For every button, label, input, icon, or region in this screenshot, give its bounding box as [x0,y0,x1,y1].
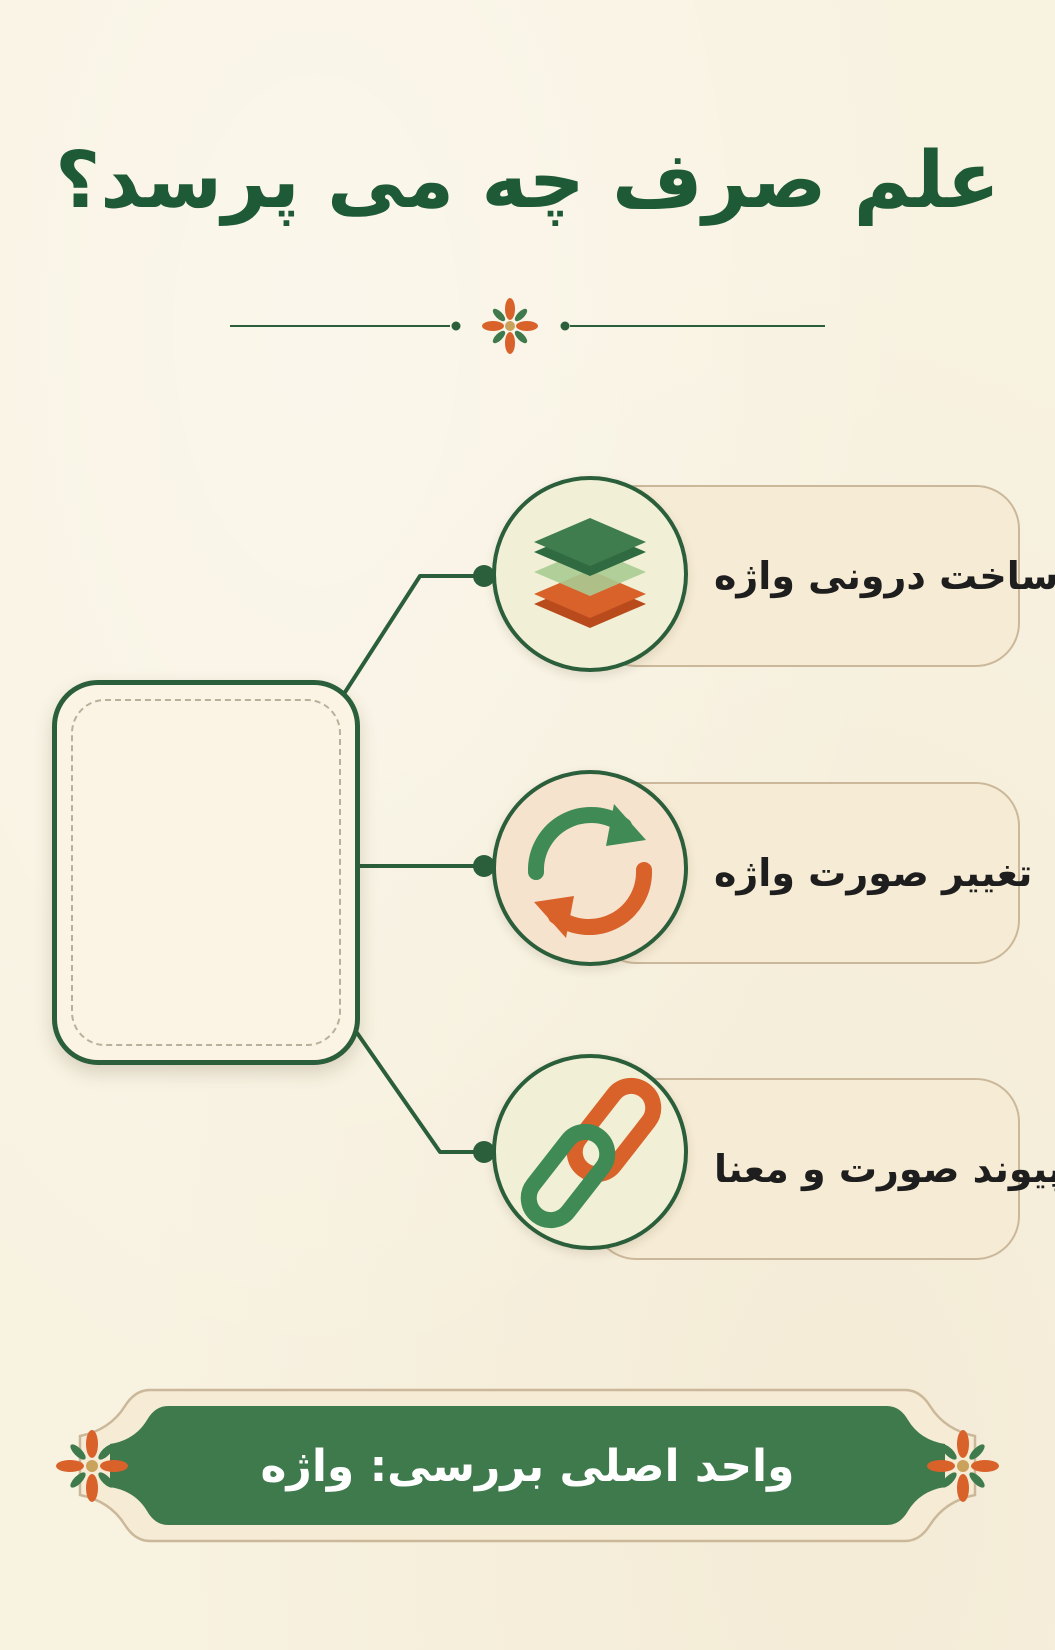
refresh-arrows-icon [527,804,653,938]
connector-dot-2 [473,855,495,877]
poster-title: علم صرف چه می پرسد؟ [55,136,1000,226]
center-dashed-frame [71,699,341,1046]
left-flower-ornament-icon [56,1430,128,1502]
footer-banner [56,1388,999,1543]
branch-label-2: تغییر صورت واژه [714,851,1033,895]
branch-label-3: پیوند صورت و معنا [714,1147,1055,1191]
branch-icon-circle-2 [492,770,688,966]
title-divider [230,298,825,354]
branch-icon-circle-1 [492,476,688,672]
branch-icon-circle-3 [492,1054,688,1250]
connector-dot-3 [473,1141,495,1163]
branch-label-1: ساخت درونی واژه [714,554,1055,598]
layers-icon [534,518,646,628]
flower-ornament-icon [482,298,538,354]
connector-dot-1 [473,565,495,587]
right-flower-ornament-icon [927,1430,999,1502]
center-placeholder-box [52,680,360,1065]
footer-banner-label: واحد اصلی بررسی: واژه [260,1440,795,1492]
chain-link-icon [520,1077,662,1229]
